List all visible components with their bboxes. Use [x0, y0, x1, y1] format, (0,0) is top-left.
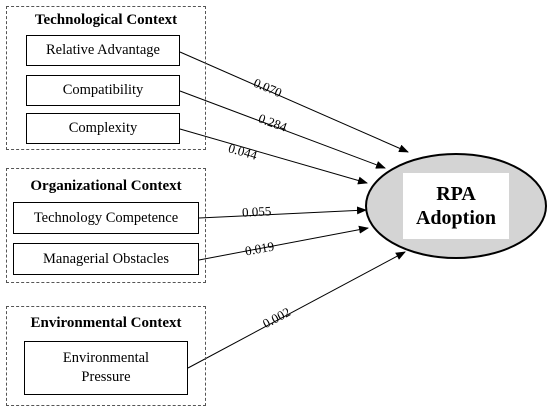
path-arrow-compatibility: [179, 90, 386, 169]
outcome-label-line1: RPA: [436, 183, 476, 205]
technology-competence-box: Technology Competence: [13, 202, 199, 234]
path-arrow-environmental-pressure: [187, 251, 406, 369]
outcome-label: RPA Adoption: [403, 173, 509, 239]
path-arrow-managerial-obstacles: [198, 225, 369, 261]
complexity-label: Complexity: [68, 120, 138, 136]
environmental-pressure-label: Environmental Pressure: [62, 350, 150, 385]
organizational-context-group: Organizational Context: [6, 168, 206, 283]
compatibility-box: Compatibility: [26, 75, 180, 106]
environmental-context-title: Environmental Context: [30, 315, 182, 331]
outcome-label-line2: Adoption: [415, 207, 497, 229]
managerial-obstacles-box: Managerial Obstacles: [13, 243, 199, 275]
compatibility-label: Compatibility: [62, 82, 144, 98]
relative-advantage-label: Relative Advantage: [46, 42, 160, 58]
path-arrow-complexity: [179, 128, 368, 185]
path-arrow-relative-advantage: [179, 51, 409, 153]
coefficient-technology-competence: 0.055: [241, 203, 272, 220]
organizational-context-title: Organizational Context: [30, 178, 182, 194]
complexity-box: Complexity: [26, 113, 180, 144]
managerial-obstacles-label: Managerial Obstacles: [42, 250, 170, 267]
technological-context-title: Technological Context: [34, 12, 178, 28]
technological-context-group: Technological Context: [6, 6, 206, 150]
relative-advantage-box: Relative Advantage: [26, 35, 180, 66]
technology-competence-label: Technology Competence: [33, 209, 179, 226]
environmental-context-group: Environmental Context: [6, 306, 206, 406]
environmental-pressure-box: Environmental Pressure: [24, 341, 188, 395]
path-arrow-technology-competence: [198, 206, 367, 219]
